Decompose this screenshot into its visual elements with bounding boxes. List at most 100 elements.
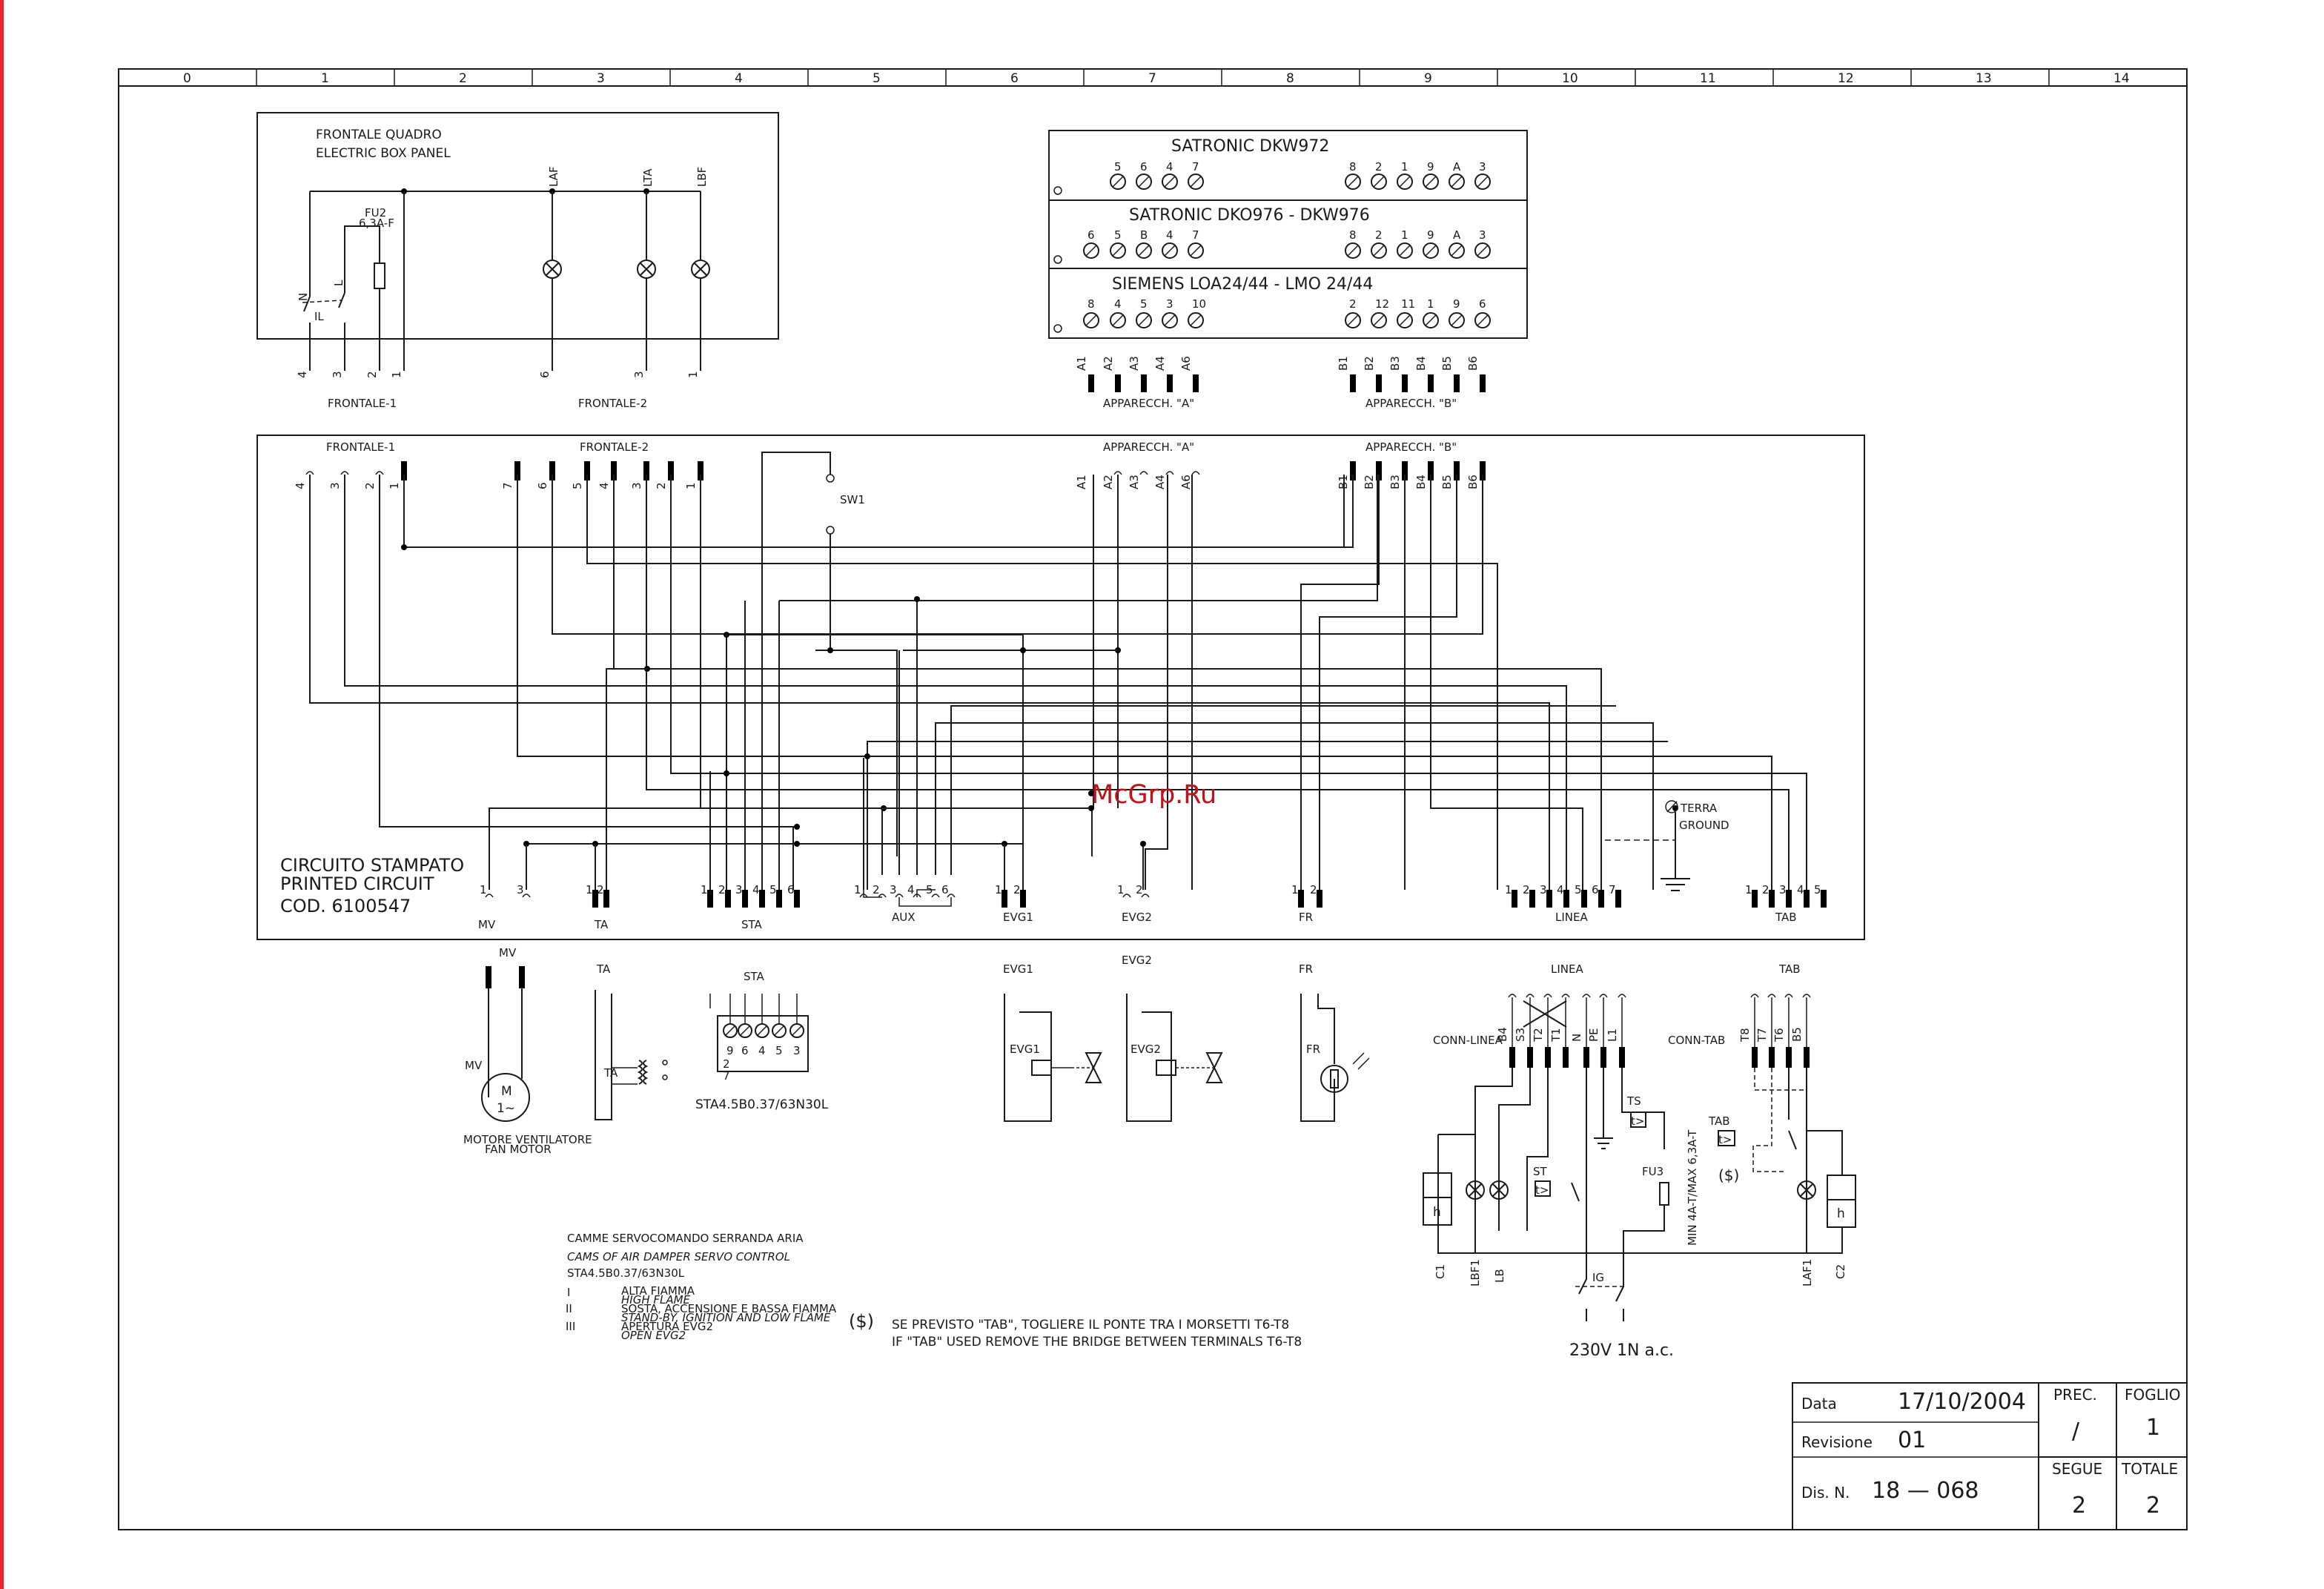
pcb-bottom-pin [725,890,731,908]
pcb-frontale2-pin-label: 7 [501,482,514,489]
apparecch-a-pin [1088,374,1094,392]
pcb-traces: SW1 [309,452,1807,907]
pcb-bottom-pin [1512,890,1517,908]
pcb-bottom-pin-label: 1 [586,883,593,896]
pcb-frontale2-pin [584,461,590,480]
box-terminal [1110,312,1126,328]
pcb-bottom-pin [707,890,713,908]
box-terminal [1110,174,1126,190]
pcb-bottom-socket [859,893,868,898]
apparecch-a-pin-label: A6 [1179,356,1193,371]
motor-label-it: MOTORE VENTILATORE [463,1133,592,1146]
box-terminal-label: 1 [1401,160,1408,174]
conn-sta-label: STA [741,918,763,931]
tab-top-label: TAB [1778,962,1801,976]
pcb-bottom-pin [1804,890,1810,908]
sta-terminal [789,1023,804,1038]
box-terminal [1423,242,1439,259]
electric-box-panel: FRONTALE QUADRO ELECTRIC BOX PANEL FU2 6… [256,112,779,410]
fu3-label: FU3 [1642,1165,1663,1178]
column-number: 7 [1148,71,1156,86]
box-terminal-label: 4 [1166,160,1173,174]
apparecch-b-pin [1480,374,1486,392]
pcb-bottom-pin-label: 1 [701,883,708,896]
ta-side-label: TA [603,1066,618,1080]
cams-title-en: CAMS OF AIR DAMPER SERVO CONTROL [567,1250,790,1263]
fan-motor: MV M 1~ MV MOTORE VENTILATORE FAN MOTOR [463,946,592,1156]
lamp-lta [637,191,656,371]
apparecch-b-pin-label: B6 [1466,356,1480,371]
box-terminal [1449,242,1465,259]
apparecch-b-pin-label: B4 [1414,356,1428,371]
pcb-title-en: PRINTED CIRCUIT [280,873,434,894]
fr-side-label: FR [1306,1043,1320,1056]
pcb-bottom-pin [1546,890,1552,908]
sta-terminal-b-label: 2 [723,1057,730,1071]
tab-pin-label: B5 [1790,1027,1804,1042]
pcb-bottom-pin-label: 1 [995,883,1002,896]
switch-il-label: IL [314,310,324,323]
linea-pin-label: T1 [1549,1028,1563,1043]
frontale1-pin: 4 [296,371,309,378]
column-number: 8 [1286,71,1294,86]
hour-meter-c1: h [1433,1205,1441,1220]
tb-foglio-value: 1 [2146,1415,2160,1441]
column-number: 12 [1838,71,1854,86]
tb-totale-value: 2 [2146,1493,2160,1519]
pcb-bottom-pin-label: 2 [1013,883,1021,896]
box-terminal [1110,242,1126,259]
tb-totale-label: TOTALE [2121,1460,2178,1478]
box-terminal [1474,242,1491,259]
box-terminal-label: 2 [1375,160,1383,174]
sta-terminal-label: 9 [726,1044,734,1057]
box2-title: SATRONIC DKO976 - DKW976 [1129,206,1370,225]
box-terminal [1371,242,1387,259]
tb-rev-label: Revisione [1801,1433,1873,1451]
tab-switch-symbol: t> [1718,1133,1732,1146]
linea-pin-label: B4 [1496,1027,1509,1042]
box-terminal [1136,174,1152,190]
pcb-bottom-pin [1317,890,1322,908]
pcb-bottom-socket [522,893,531,898]
box-terminal-label: 6 [1140,160,1148,174]
fuse-fu2 [374,262,385,289]
flame-sensor-fr: FR FR [1299,962,1370,1122]
linea-pin [1583,1047,1589,1068]
box-terminal-label: 7 [1192,228,1199,242]
pcb-frontale2-pin-label: 5 [571,482,584,489]
box-terminal [1397,174,1413,190]
ground-label: GROUND [1679,819,1729,832]
cam-row1-num: I [567,1286,570,1299]
pcb-bottom-pin-label: 2 [1136,883,1143,896]
cam-row3-num: III [566,1320,575,1333]
tb-foglio-label: FOGLIO [2125,1386,2181,1404]
pcb-frontale1-pin-label: 1 [388,482,401,489]
pcb-bottom-pin [1821,890,1827,908]
pcb-b-pin [1376,461,1382,480]
pcb-a-pin-label: A6 [1179,475,1193,489]
ts-label: TS [1626,1094,1641,1108]
apparecch-a-pin [1167,374,1173,392]
pcb-bottom-pin-label: 4 [752,883,760,896]
pcb-title-it: CIRCUITO STAMPATO [280,855,464,876]
column-number: 3 [597,71,605,86]
box-terminal-label: 1 [1401,228,1408,242]
sta-terminal [755,1023,769,1038]
pcb-frontale1-pin-label: 3 [328,482,342,489]
pcb-frontale2-pin-label: 2 [655,482,668,489]
column-number: 5 [873,71,881,86]
pcb-bottom-pin-label: 4 [1797,883,1804,896]
frontale1-pin: 1 [390,371,403,378]
tab-pin [1786,1047,1792,1068]
pcb-bottom-pin-label: 3 [1779,883,1787,896]
box-terminal-label: 12 [1375,297,1389,311]
ta-top-label: TA [596,962,611,976]
pcb-bottom-pin [1002,890,1007,908]
lamp-lta-label: LTA [641,168,655,187]
tb-prec-value: / [2072,1418,2080,1444]
box-terminal-label: 5 [1140,297,1148,311]
apparecch-b-pin [1350,374,1356,392]
